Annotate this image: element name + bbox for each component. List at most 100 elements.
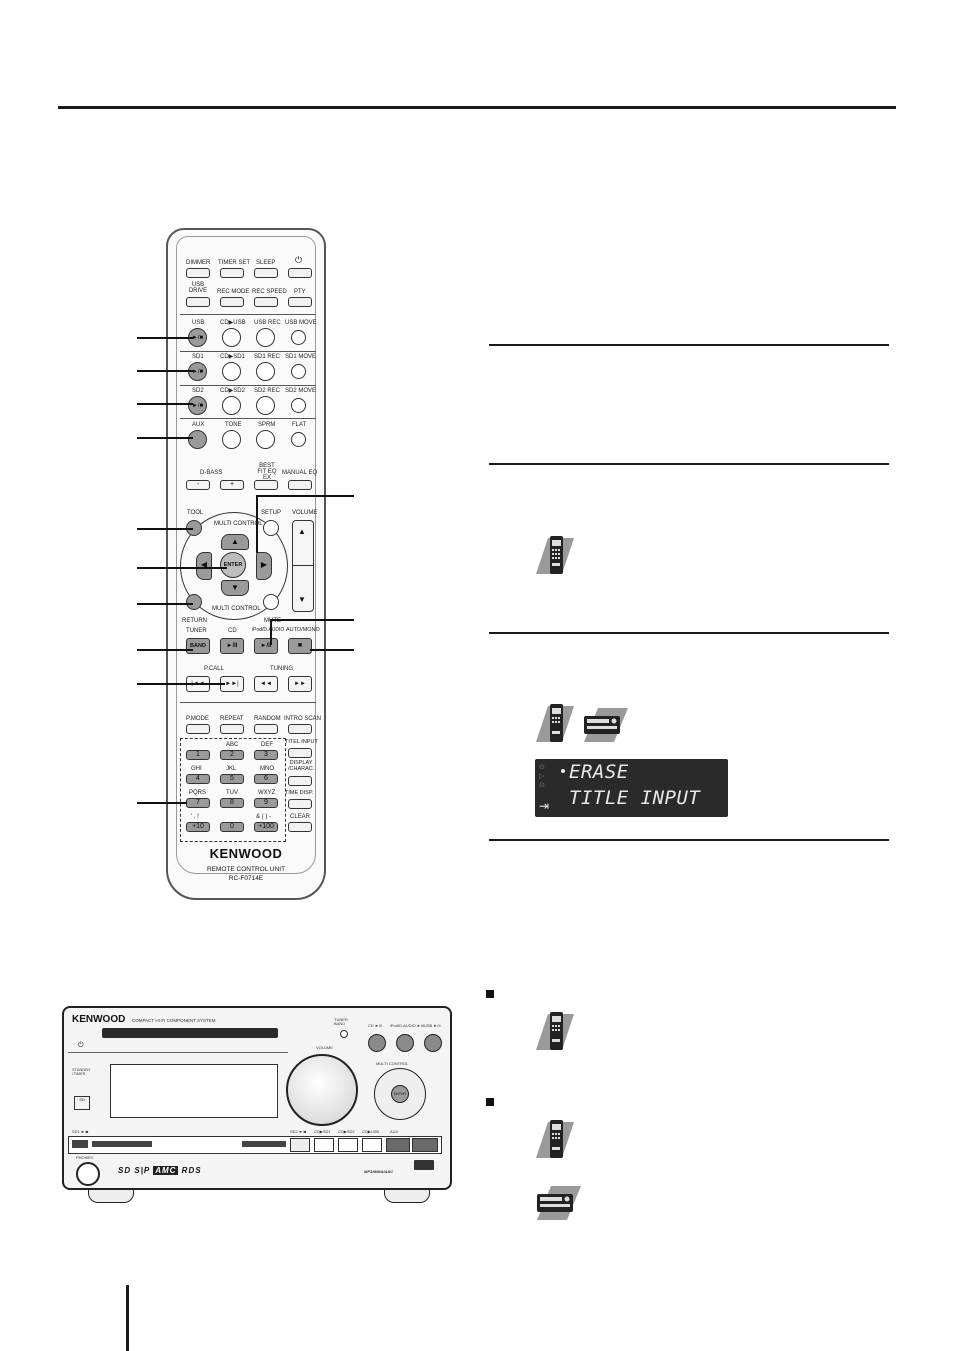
upper-panel-line [68, 1052, 288, 1053]
best-fit-eq-button[interactable] [254, 480, 278, 490]
key-8[interactable]: 8 [220, 798, 244, 808]
key-7[interactable]: 7 [186, 798, 210, 808]
display-charac-button[interactable] [288, 776, 312, 786]
sd2-label: SD2 ►/■ [290, 1129, 307, 1134]
remote-divider [180, 702, 316, 703]
main-display-window [110, 1064, 278, 1118]
key-7-letters: PQRS [189, 790, 207, 796]
sd1-rec-button[interactable] [256, 362, 275, 381]
sd2-play-stop-button[interactable]: ►/■ [188, 396, 207, 415]
repeat-button[interactable] [220, 724, 244, 734]
ipod-play-pause-button[interactable]: ►/II [254, 638, 278, 654]
top-button-2[interactable] [396, 1034, 414, 1052]
cd-play-label: CD ►/II [368, 1023, 383, 1028]
lcd-line-1: ERASE [569, 761, 629, 783]
sd1-slot [72, 1140, 88, 1148]
cd-sd1-label: CD▶SD1 [220, 354, 245, 360]
strip-button-1[interactable] [290, 1138, 310, 1152]
setup-button[interactable] [263, 520, 279, 536]
pty-button[interactable] [288, 297, 312, 307]
key-4[interactable]: 4 [186, 774, 210, 784]
multi-control-label-bottom: MULTI CONTROL [212, 606, 261, 612]
dimmer-button[interactable] [186, 268, 210, 278]
tuning-ff-button[interactable]: ►► [288, 676, 312, 692]
top-button-1[interactable] [368, 1034, 386, 1052]
main-enter-button[interactable]: ENTER [391, 1085, 409, 1103]
random-button[interactable] [254, 724, 278, 734]
tuner-band-knob[interactable] [340, 1030, 348, 1038]
sd1-move-button[interactable] [291, 364, 306, 379]
return-button[interactable] [186, 594, 202, 610]
aux-button[interactable] [188, 430, 207, 449]
rec-mode-button[interactable] [220, 297, 244, 307]
tone-button[interactable] [222, 430, 241, 449]
up-arrow-button[interactable]: ▲ [221, 534, 249, 550]
cd-usb-button[interactable] [222, 328, 241, 347]
main-unit-icon [537, 1186, 581, 1220]
stop-button[interactable]: ■ [288, 638, 312, 654]
usb-drive-button[interactable] [186, 297, 210, 307]
intro-scan-button[interactable] [288, 724, 312, 734]
time-disp-button[interactable] [288, 799, 312, 809]
enter-button[interactable]: ENTER [220, 552, 246, 578]
callout-line [137, 337, 193, 339]
sd2-move-button[interactable] [291, 398, 306, 413]
key-9[interactable]: 9 [254, 798, 278, 808]
d-bass-minus-button[interactable]: - [186, 480, 210, 490]
down-arrow-button[interactable]: ▼ [221, 580, 249, 596]
usb-move-button[interactable] [291, 330, 306, 345]
volume-knob[interactable] [286, 1054, 358, 1126]
strip-button-6[interactable] [412, 1138, 438, 1152]
strip-button-2[interactable] [314, 1138, 334, 1152]
cd-sd1-button[interactable] [222, 362, 241, 381]
key-1[interactable]: 1 [186, 750, 210, 760]
manual-eq-button[interactable] [288, 480, 312, 490]
volume-label: VOLUME [292, 510, 318, 516]
sd2-rec-button[interactable] [256, 396, 275, 415]
timer-set-button[interactable] [220, 268, 244, 278]
key-3[interactable]: 3 [254, 750, 278, 760]
lcd-indicator-icons: ⊙▷⊙ [539, 764, 545, 789]
d-bass-plus-button[interactable]: + [220, 480, 244, 490]
power-button[interactable] [288, 268, 312, 278]
strip-button-5[interactable] [386, 1138, 410, 1152]
sd1-play-stop-button[interactable]: ►/■ [188, 362, 207, 381]
remote-control-illustration: DIMMER TIMER SET SLEEP ⏻ USB DRIVE REC M… [166, 228, 326, 900]
sleep-button[interactable] [254, 268, 278, 278]
key-0[interactable]: 0 [220, 822, 244, 832]
cd-play-pause-button[interactable]: ►/II [220, 638, 244, 654]
top-button-3[interactable] [424, 1034, 442, 1052]
clear-button[interactable] [288, 822, 312, 832]
left-arrow-button[interactable]: ◀ [196, 552, 212, 580]
key-5[interactable]: 5 [220, 774, 244, 784]
key-plus10[interactable]: +10 [186, 822, 210, 832]
mute-button[interactable] [263, 594, 279, 610]
p-mode-button[interactable] [186, 724, 210, 734]
random-label: RANDOM [254, 716, 281, 722]
cd-sd2-button[interactable] [222, 396, 241, 415]
rec-speed-button[interactable] [254, 297, 278, 307]
band-button[interactable]: BAND [186, 638, 210, 654]
key-6[interactable]: 6 [254, 774, 278, 784]
standby-timer-label: STANDBY /TIMER [72, 1067, 91, 1076]
flat-button[interactable] [291, 432, 306, 447]
key-plus100[interactable]: +100 [254, 822, 278, 832]
key-2[interactable]: 2 [220, 750, 244, 760]
usb-rec-button[interactable] [256, 328, 275, 347]
strip-button-3[interactable] [338, 1138, 358, 1152]
tuning-rew-button[interactable]: ◄◄ [254, 676, 278, 692]
callout-line [137, 683, 225, 685]
phones-jack[interactable] [76, 1162, 100, 1186]
ipod-play-label: iPod/D.AUDIO ►/II [390, 1023, 425, 1028]
title-input-button[interactable] [288, 748, 312, 758]
return-label: RETURN [182, 618, 207, 624]
right-arrow-button[interactable]: ▶ [256, 552, 272, 580]
strip-button-4[interactable] [362, 1138, 382, 1152]
callout-line [137, 370, 193, 372]
usb-port[interactable] [414, 1160, 434, 1170]
remote-divider [180, 314, 316, 315]
volume-rocker[interactable]: ▲ ▼ [292, 520, 314, 612]
callout-line [137, 802, 187, 804]
multi-control-label: MULTI CONTROL [376, 1061, 409, 1066]
sprm-button[interactable] [256, 430, 275, 449]
